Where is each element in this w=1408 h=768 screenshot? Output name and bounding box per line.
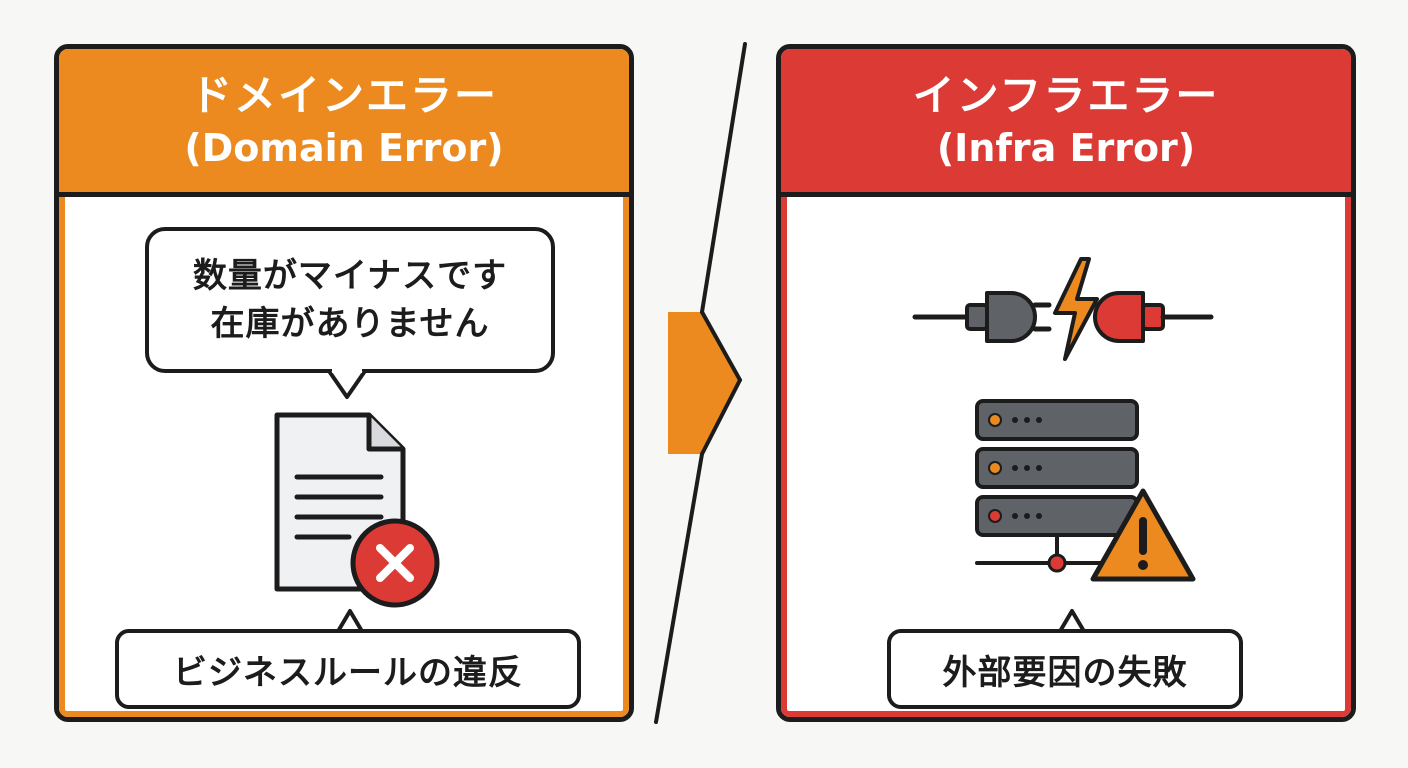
domain-error-label: ビジネスルールの違反 bbox=[115, 629, 581, 709]
infra-error-label: 外部要因の失敗 bbox=[887, 629, 1243, 709]
domain-error-panel: ドメインエラー (Domain Error) 数量がマイナスです 在庫がありませ… bbox=[54, 44, 634, 722]
infra-error-title-jp: インフラエラー bbox=[912, 70, 1220, 120]
domain-error-header: ドメインエラー (Domain Error) bbox=[59, 49, 629, 197]
domain-error-title-jp: ドメインエラー bbox=[189, 70, 498, 120]
domain-error-title-en: (Domain Error) bbox=[184, 125, 504, 170]
label-tail bbox=[1057, 609, 1087, 635]
label-tail bbox=[335, 609, 365, 635]
infra-error-panel: インフラエラー (Infra Error) bbox=[776, 44, 1356, 722]
server-icon bbox=[975, 399, 1139, 573]
bubble-tail bbox=[327, 367, 367, 399]
domain-error-speech-bubble: 数量がマイナスです 在庫がありません bbox=[145, 227, 555, 373]
bubble-line-2: 在庫がありません bbox=[210, 304, 490, 344]
plug-icon bbox=[912, 291, 1214, 343]
lightning-icon bbox=[1053, 257, 1099, 361]
error-x-icon bbox=[350, 518, 440, 608]
divider bbox=[654, 42, 747, 724]
infra-error-header: インフラエラー (Infra Error) bbox=[781, 49, 1351, 197]
arrow-right-icon bbox=[668, 312, 740, 454]
bubble-line-1: 数量がマイナスです bbox=[192, 256, 508, 296]
infra-error-body bbox=[781, 197, 1351, 717]
warning-icon bbox=[1090, 488, 1196, 582]
domain-error-body bbox=[59, 197, 629, 717]
infra-error-title-en: (Infra Error) bbox=[936, 125, 1196, 170]
